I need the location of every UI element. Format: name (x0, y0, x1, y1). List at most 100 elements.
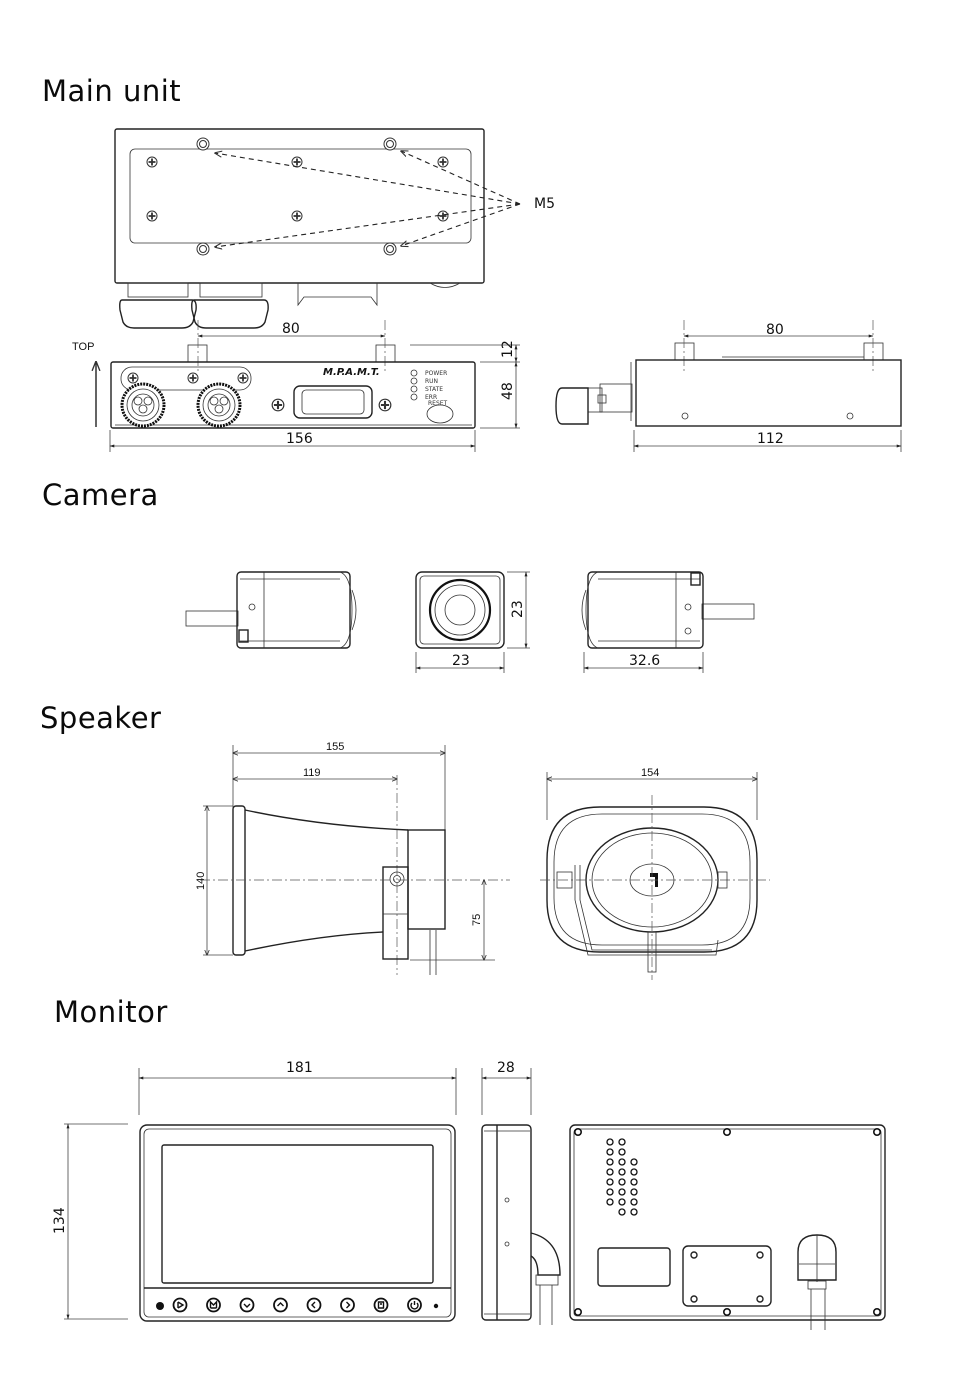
vesa-plate (682, 1245, 772, 1307)
grille-hole (606, 1178, 614, 1186)
camera-cable (701, 603, 755, 620)
section-title-camera: Camera (42, 478, 159, 512)
mount-foot (187, 344, 208, 363)
camera-depth-dim: 32.6 (629, 653, 660, 669)
mount-bracket (382, 866, 409, 960)
screw-icon (437, 156, 449, 168)
monitor-back-body (569, 1124, 886, 1321)
rectangular-connector (293, 385, 373, 419)
grille-hole (618, 1178, 626, 1186)
camera-body (236, 571, 351, 649)
left-icon[interactable] (306, 1297, 322, 1313)
grille-hole (618, 1158, 626, 1166)
brand-logo: M.P.A.M.T. (323, 367, 380, 378)
speaker-horn-length-dim: 119 (303, 767, 321, 779)
round-connector (196, 382, 242, 428)
camera-cable (185, 610, 239, 627)
leader-line (215, 203, 521, 247)
m5-hole-icon (383, 137, 397, 151)
monitor-side-body (481, 1124, 532, 1321)
grille-hole (618, 1168, 626, 1176)
leader-line (215, 153, 521, 205)
lens-icon (444, 594, 476, 626)
screw-icon (872, 1128, 881, 1137)
mount-foot (375, 344, 396, 363)
bolt-icon (556, 871, 573, 889)
grille-hole (630, 1158, 638, 1166)
camera-right-view: 32.6 (581, 571, 755, 673)
menu-icon[interactable] (206, 1297, 221, 1313)
main-unit-front-view: TOP 80 (72, 320, 520, 452)
m5-hole-icon (196, 137, 210, 151)
speaker-height-dim: 140 (195, 872, 207, 890)
top-label: TOP (72, 341, 94, 353)
section-title-monitor: Monitor (54, 995, 168, 1029)
cable-gland (191, 282, 269, 329)
m5-hole-icon (196, 242, 210, 256)
monitor-screen (161, 1144, 434, 1284)
reset-label: RESET (428, 400, 448, 407)
grille-hole (606, 1148, 614, 1156)
power-icon[interactable] (407, 1297, 422, 1313)
hole-icon (681, 412, 689, 420)
led-icon (410, 369, 418, 377)
grille-hole (618, 1138, 626, 1146)
grille-hole (606, 1168, 614, 1176)
grille-hole (618, 1188, 626, 1196)
round-connector (120, 382, 166, 428)
mode-icon[interactable] (373, 1297, 389, 1313)
grille-hole (606, 1158, 614, 1166)
connector-housing (297, 283, 378, 307)
speaker-grille (606, 1138, 638, 1216)
screw-icon (573, 1308, 582, 1317)
monitor-buttons (172, 1297, 422, 1313)
screw-icon (146, 210, 158, 222)
led-icon (410, 385, 418, 393)
side-hole-spacing-dim: 80 (766, 322, 784, 338)
camera-front-view: 23 23 (415, 571, 530, 673)
section-title-speaker: Speaker (40, 701, 162, 735)
front-width-dim: 156 (286, 431, 313, 447)
bolt-icon (389, 871, 405, 887)
camera-left-view (185, 571, 357, 649)
driver-housing (407, 829, 446, 930)
grille-hole (630, 1178, 638, 1186)
side-gland (555, 383, 633, 425)
camera-body (587, 571, 704, 649)
speaker-side-view: 155 119 140 75 (195, 741, 510, 975)
reset-button-icon (426, 404, 454, 424)
speaker-length-dim: 155 (326, 741, 344, 753)
source-icon[interactable] (172, 1297, 188, 1313)
screw-icon (291, 156, 303, 168)
indicator-label: STATE (425, 386, 443, 393)
monitor-depth-dim: 28 (497, 1060, 515, 1076)
leader-line (401, 203, 521, 246)
monitor-front-view: 181 134 (52, 1060, 457, 1322)
m5-hole-icon (383, 242, 397, 256)
screw-icon (722, 1128, 731, 1137)
front-hole-spacing-dim: 80 (282, 321, 300, 337)
led-icon (410, 377, 418, 385)
main-unit-side-view: 80 112 (555, 320, 902, 452)
speaker-mount-height-dim: 75 (471, 914, 483, 926)
screw-icon (573, 1128, 582, 1137)
front-height-dim: 48 (500, 382, 516, 400)
side-depth-dim: 112 (757, 431, 784, 447)
right-icon[interactable] (340, 1297, 355, 1313)
screw-icon (722, 1308, 731, 1317)
foot-height-dim: 12 (500, 340, 516, 358)
grille-hole (618, 1198, 626, 1206)
screw-icon (146, 156, 158, 168)
grille-hole (630, 1168, 638, 1176)
down-icon[interactable] (239, 1297, 255, 1313)
indicator-label: ERR (425, 394, 437, 401)
leader-line (401, 151, 521, 205)
hole-icon (846, 412, 854, 420)
up-icon[interactable] (273, 1297, 288, 1313)
m5-callout: M5 (534, 196, 555, 212)
horn-rim (546, 806, 758, 953)
camera-face (415, 571, 505, 649)
grille-hole (606, 1188, 614, 1196)
horn-mouth (232, 805, 246, 956)
camera-height-dim: 23 (510, 600, 526, 618)
